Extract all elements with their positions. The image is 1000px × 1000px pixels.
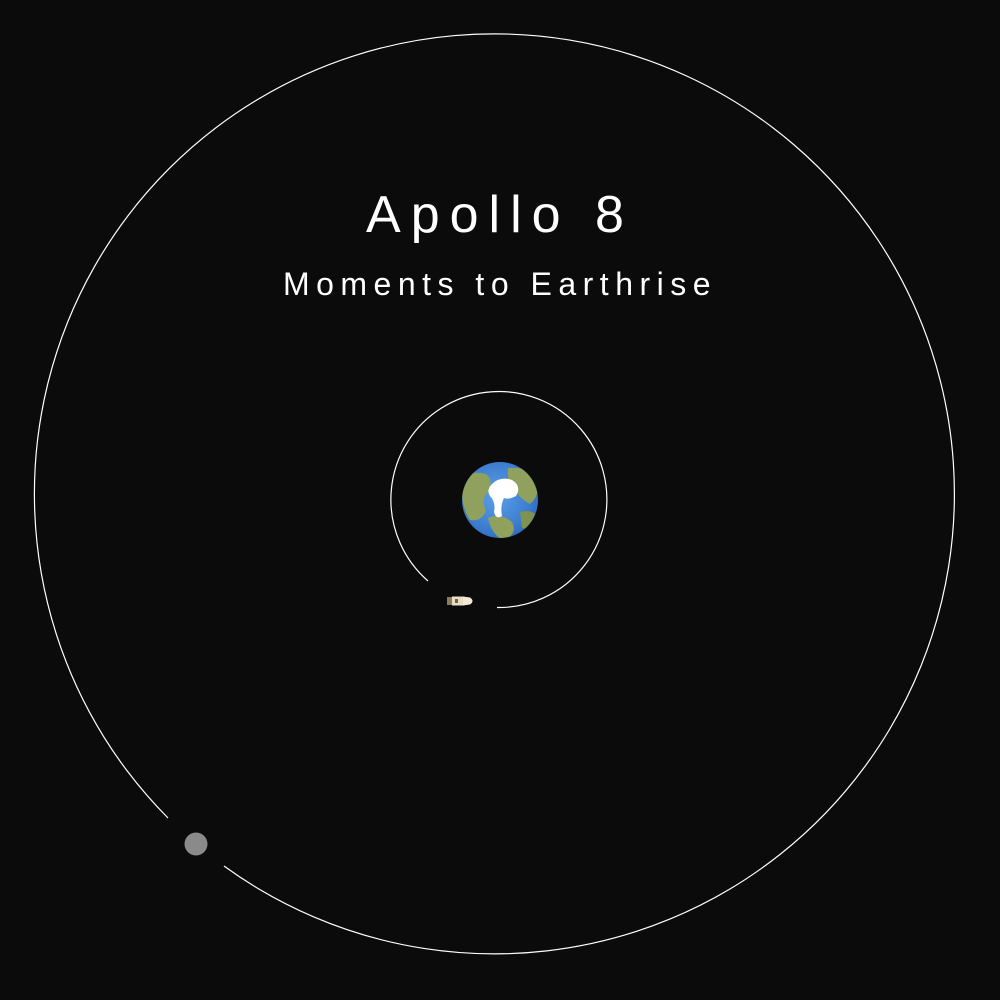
earth-icon (462, 462, 538, 538)
page-title: Apollo 8 (366, 186, 634, 244)
moon-orbit (33, 33, 955, 955)
spacecraft-icon (447, 596, 473, 606)
spacecraft-orbit (390, 390, 608, 609)
moon-icon (184, 832, 208, 856)
page-subtitle: Moments to Earthrise (282, 266, 718, 302)
